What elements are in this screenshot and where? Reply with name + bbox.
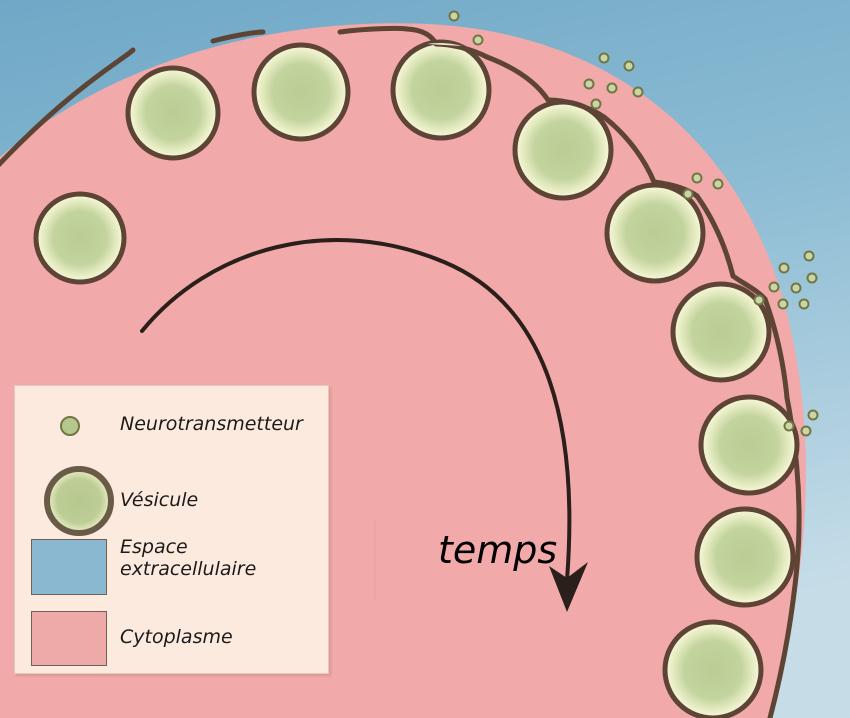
vesicle-open-7 — [670, 273, 772, 383]
neurotransmitter-icon — [806, 272, 818, 284]
neurotransmitter-icon — [472, 34, 484, 46]
neurotransmitter-icon — [778, 262, 790, 274]
vesicle-open-6 — [604, 179, 706, 284]
vesicle-docked-3 — [251, 42, 351, 142]
vesicle-group — [33, 39, 800, 718]
neurotransmitter-icon — [790, 282, 802, 294]
vesicle-docked-2 — [125, 65, 221, 161]
neurotransmitter-icon — [583, 78, 595, 90]
neurotransmitter-icon — [798, 298, 810, 310]
neurotransmitter-dot-icon — [60, 416, 80, 436]
neurotransmitter-icon — [777, 298, 789, 310]
neurotransmitter-icon — [623, 60, 635, 72]
legend-label-extracellular: Espace extracellulaire — [120, 536, 257, 580]
neurotransmitter-group — [448, 10, 819, 437]
vesicle-free-9 — [694, 506, 796, 608]
neurotransmitter-icon — [712, 178, 724, 190]
legend-label-vesicle: Vésicule — [120, 489, 199, 511]
vesicle-free-1 — [33, 191, 127, 285]
neurotransmitter-icon — [598, 52, 610, 64]
neurotransmitter-icon — [783, 420, 795, 432]
time-arrow — [140, 238, 588, 612]
vesicle-free-10 — [662, 619, 764, 718]
legend-label-neurotransmitter: Neurotransmetteur — [120, 413, 303, 435]
extracellular-swatch — [31, 539, 107, 595]
vesicle-open-8 — [698, 394, 800, 496]
neurotransmitter-icon — [632, 86, 644, 98]
neurotransmitter-icon — [803, 250, 815, 262]
legend-panel: Neurotransmetteur Vésicule — [14, 385, 329, 674]
neurotransmitter-icon — [682, 188, 694, 200]
neurotransmitter-icon — [768, 281, 780, 293]
neurotransmitter-icon — [807, 409, 819, 421]
time-axis-label: temps — [438, 528, 558, 572]
neurotransmitter-icon — [753, 294, 765, 306]
vesicle-fusing-5 — [512, 97, 614, 201]
neurotransmitter-icon — [800, 425, 812, 437]
cytoplasm-swatch — [31, 611, 107, 666]
neurotransmitter-icon — [606, 82, 618, 94]
neurotransmitter-icon — [691, 172, 703, 184]
neurotransmitter-icon — [448, 10, 460, 22]
neurotransmitter-icon — [590, 98, 602, 110]
vesicle-fusing-4 — [390, 39, 492, 141]
legend-label-cytoplasm: Cytoplasme — [120, 626, 233, 648]
vesicle-circle-icon — [44, 466, 114, 536]
